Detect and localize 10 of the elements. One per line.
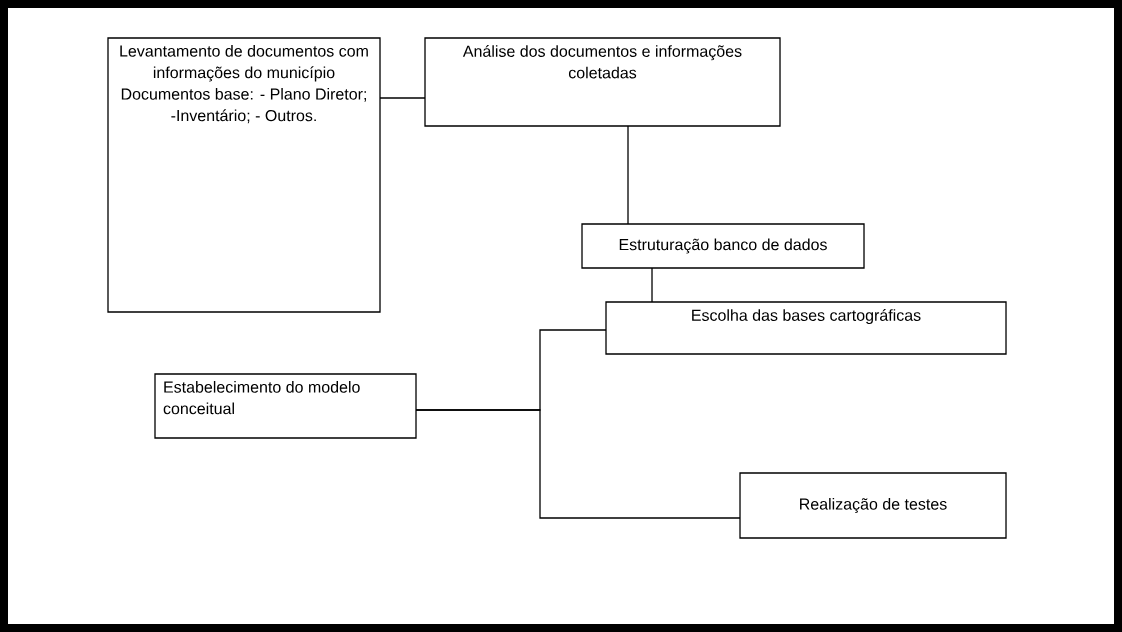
process-box: Estabelecimento do modelo conceitual xyxy=(154,373,417,439)
process-box: Escolha das bases cartográficas xyxy=(605,301,1007,355)
connector-line xyxy=(415,409,741,519)
process-box: Estruturação banco de dados xyxy=(581,223,865,269)
connector-line xyxy=(627,125,629,225)
process-box: Análise dos documentos e informações coletadas xyxy=(424,37,781,127)
connector-line xyxy=(651,267,653,303)
process-box: Realização de testes xyxy=(739,472,1007,539)
process-box: Levantamento de documentos com informações do município Documentos base: - Plano Diretor; -Inventário; - Outros. xyxy=(107,37,381,313)
connector-line xyxy=(379,97,426,99)
